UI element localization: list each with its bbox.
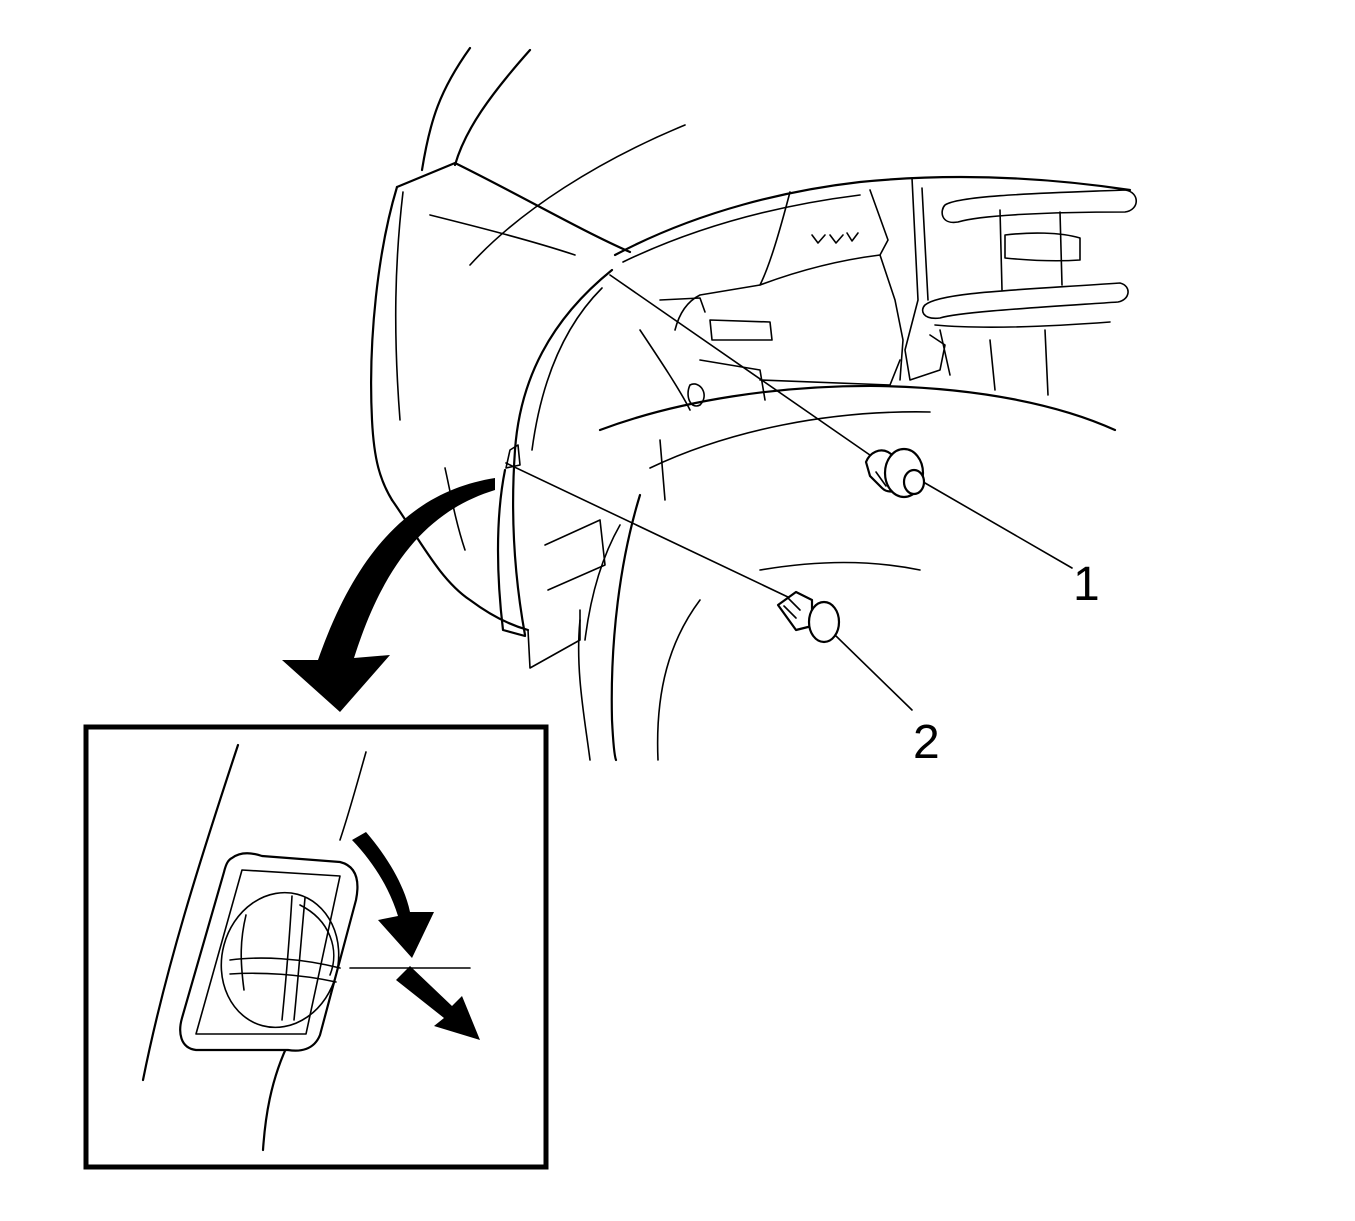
front-fascia — [370, 46, 686, 632]
detail-arrow — [282, 478, 495, 712]
leader-lines — [505, 274, 1073, 711]
detail-inset — [83, 724, 549, 1170]
wheelhouse-liner — [496, 175, 1132, 669]
callout-labels: 1 2 — [913, 558, 1100, 769]
callout-2-label: 2 — [913, 716, 940, 769]
engine-bay — [639, 177, 1138, 501]
fastener-1-retainer — [864, 447, 926, 499]
inset-frame — [83, 724, 549, 1170]
fastener-2-clip — [776, 590, 841, 644]
callout-1-label: 1 — [1073, 558, 1100, 611]
tire — [577, 384, 1117, 762]
